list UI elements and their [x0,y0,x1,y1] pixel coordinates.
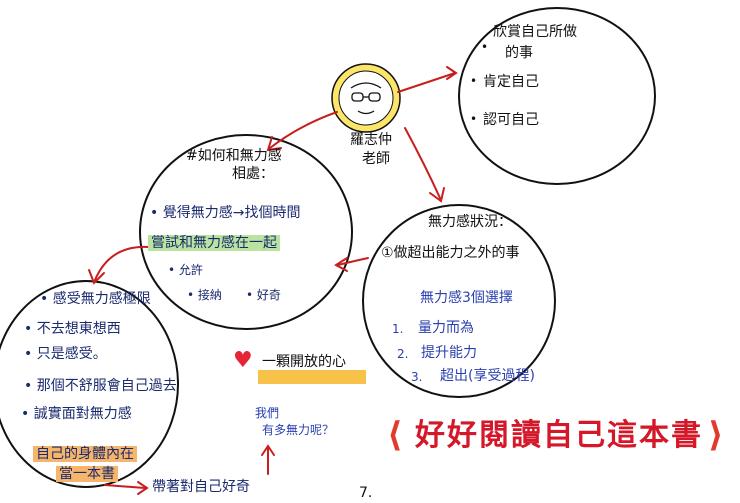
left-sub-1: • 允許 [168,263,203,277]
left-title-1: #如何和無力感 [186,148,282,164]
right-circle [362,204,556,398]
highlight-line-1: 自己的身體內在 [33,446,137,462]
question-line-1: 我們 [255,406,280,420]
top-right-item-2: 認可自己 [483,112,539,128]
highlight-stripe [258,370,366,384]
right-subtitle: 無力感3個選擇 [420,290,513,306]
choice-num-2: 2. [397,347,409,361]
arrow-to-right [404,127,441,199]
highlight-line-2: 當一本書 [56,466,118,482]
main-title: 好好閱讀自己這本書 [415,418,703,453]
question-line-2: 有多無力呢？ [262,423,335,437]
bottom-caption: 帶著對自己好奇 [152,479,250,495]
heart-icon: ♥ [233,348,253,373]
choice-text-2: 提升能力 [421,345,477,361]
bottom-left-item-4: • 誠實面對無力感 [21,406,132,422]
top-right-title-2: 的事 [505,45,533,61]
bottom-left-title: • 感受無力感極限 [40,291,151,307]
bottom-left-item-3: • 那個不舒服會自己過去 [24,378,177,394]
choice-num-3: 3. [411,370,423,384]
left-sub-2: • 接納 [187,288,222,302]
left-title-2: 相處： [232,166,274,182]
face-icon [350,82,382,115]
choice-num-1: 1. [392,322,404,336]
arrow-bottom-caption [104,484,146,489]
arrow-to-left [269,111,338,149]
choice-text-1: 量力而為 [418,320,474,336]
heart-text: 一顆開放的心 [262,354,346,370]
bottom-left-item-2: • 只是感受。 [24,346,107,362]
left-angle-icon: ⟨ [387,415,403,455]
top-right-title-1: 欣賞自己所做 [493,24,577,40]
bullet-dot: • [470,74,478,88]
teacher-title: 老師 [362,151,390,167]
page-number: 7. [359,485,373,501]
bullet-dot: • [481,40,489,54]
choice-text-3: 超出(享受過程) [440,368,535,384]
bottom-left-circle [0,280,179,488]
top-right-item-1: 肯定自己 [483,74,539,90]
left-item-2: 嘗試和無力感在一起 [148,235,280,251]
teacher-name: 羅志仲 [350,132,392,148]
bottom-left-item-1: • 不去想東想西 [24,321,121,337]
left-circle [139,134,353,330]
arrow-left-to-bottom-left [94,245,149,281]
bullet-dot: • [470,112,478,126]
right-angle-icon: ⟩ [708,415,724,455]
top-right-circle [458,7,656,185]
right-item-1: ①做超出能力之外的事 [381,245,520,261]
arrow-to-top-right [397,72,456,93]
right-title: 無力感狀況： [428,214,512,230]
left-item-1: • 覺得無力感→找個時間 [150,205,301,221]
left-sub-3: • 好奇 [246,288,281,302]
arrow-right-to-left [337,257,369,266]
